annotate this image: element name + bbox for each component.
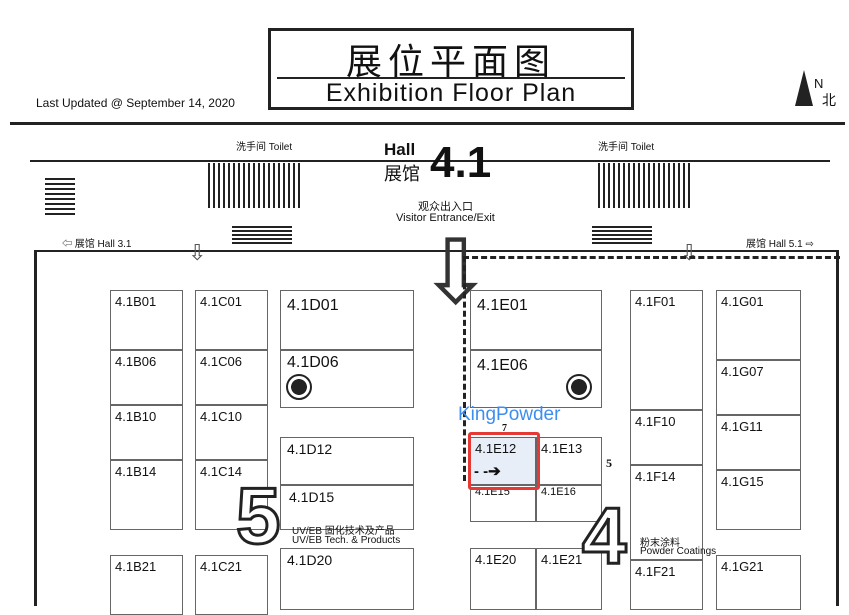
title-box: 展位平面图 Exhibition Floor Plan	[268, 28, 634, 110]
compass-cn: 北	[822, 92, 836, 108]
booth[interactable]: 4.1B01	[110, 290, 183, 350]
arrow-right-icon: - -➔	[474, 463, 501, 480]
title-en: Exhibition Floor Plan	[325, 79, 577, 107]
booth[interactable]: 4.1E16	[536, 485, 602, 522]
route-dashed-line	[463, 256, 840, 481]
booth[interactable]: 4.1C10	[195, 405, 268, 460]
booth[interactable]: 4.1F14	[630, 465, 703, 560]
booth[interactable]: 4.1F01	[630, 290, 703, 410]
title-divider	[277, 77, 625, 79]
booth[interactable]: 4.1E21	[536, 548, 602, 610]
stairs-right	[598, 163, 693, 208]
stairs-left	[208, 163, 303, 208]
entrance-en: Visitor Entrance/Exit	[396, 212, 495, 224]
booth[interactable]: 4.1B14	[110, 460, 183, 530]
zone-label-en: UV/EB Tech. & Products	[292, 535, 401, 546]
stairs-far-left	[45, 175, 75, 215]
aisle-number: 5	[606, 456, 612, 470]
pillar-icon	[566, 374, 592, 400]
booth[interactable]: 4.1E15	[470, 485, 536, 522]
booth[interactable]: 4.1F21	[630, 560, 703, 610]
north-arrow-icon	[795, 70, 813, 106]
booth[interactable]: 4.1G15	[716, 470, 801, 530]
zone-number: 5	[235, 470, 282, 562]
booth[interactable]: 4.1G11	[716, 415, 801, 470]
pillar-icon	[286, 374, 312, 400]
wall-line	[30, 160, 830, 162]
booth-highlighted[interactable]: 4.1E12	[470, 437, 536, 485]
aisle-number: 7	[502, 423, 507, 434]
hall-number: 4.1	[430, 138, 492, 187]
entrance-cn: 观众出入口	[418, 201, 473, 213]
arrow-down-icon: ⇩	[188, 240, 207, 265]
booth[interactable]: 4.1E13	[536, 437, 602, 485]
escalator-left	[232, 224, 292, 244]
booth[interactable]: 4.1F10	[630, 410, 703, 465]
booth[interactable]: 4.1D15	[280, 485, 414, 530]
nav-hall-5-1[interactable]: 展馆 Hall 5.1 ⇨	[746, 239, 814, 250]
last-updated: Last Updated @ September 14, 2020	[36, 96, 235, 110]
booth[interactable]: 4.1B10	[110, 405, 183, 460]
compass-n: N	[814, 76, 824, 91]
booth[interactable]: 4.1C01	[195, 290, 268, 350]
booth[interactable]: 4.1C21	[195, 555, 268, 615]
toilet-left: 洗手间 Toilet	[236, 142, 293, 153]
booth[interactable]: 4.1B06	[110, 350, 183, 405]
booth[interactable]: 4.1D20	[280, 548, 414, 610]
exhibitor-label: KingPowder	[458, 404, 561, 425]
hall-wall	[34, 250, 839, 252]
zone-number: 4	[581, 490, 628, 582]
title-cn: 展位平面图	[345, 42, 556, 83]
booth[interactable]: 4.1G01	[716, 290, 801, 360]
escalator-right	[592, 224, 652, 244]
zone-label-cn: 粉末涂料	[640, 538, 680, 549]
booth[interactable]: 4.1D12	[280, 437, 414, 485]
booth[interactable]: 4.1B21	[110, 555, 183, 615]
booth[interactable]: 4.1E01	[470, 290, 602, 350]
nav-hall-3-1[interactable]: ⇦ 展馆 Hall 3.1	[62, 239, 132, 250]
booth[interactable]: 4.1G21	[716, 555, 801, 610]
highlight-box	[468, 432, 540, 490]
booth[interactable]: 4.1C06	[195, 350, 268, 405]
booth[interactable]: 4.1G07	[716, 360, 801, 415]
zone-label-cn: UV/EB 固化技术及产品	[292, 526, 395, 537]
toilet-right: 洗手间 Toilet	[598, 142, 655, 153]
left-wall	[34, 250, 37, 606]
booth[interactable]: 4.1C14	[195, 460, 268, 530]
outer-wall-top	[10, 122, 845, 125]
right-wall	[836, 250, 839, 606]
booth[interactable]: 4.1D01	[280, 290, 414, 350]
booth[interactable]: 4.1E20	[470, 548, 536, 610]
hall-label-cn: 展馆	[384, 164, 420, 184]
zone-label-en: Powder Coatings	[640, 546, 717, 557]
hall-label-en: Hall	[384, 140, 416, 159]
